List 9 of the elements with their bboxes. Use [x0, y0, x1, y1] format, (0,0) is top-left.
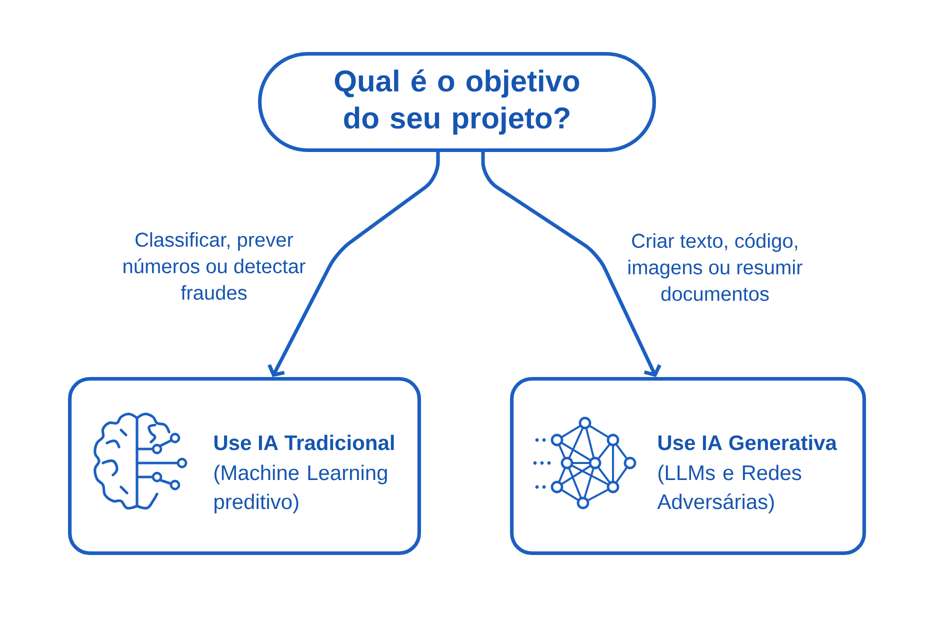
edge-label: Criar texto, código, imagens ou resumir documentos: [628, 233, 802, 301]
box-text: (LLMs e Redes Adversárias): [657, 464, 802, 514]
edge-label: Classificar, prever números ou detectar fraudes: [124, 232, 306, 300]
box-text: (Machine Learning preditivo): [214, 464, 387, 514]
question-box: Qual é o objetivo do seu projeto?: [258, 52, 656, 152]
box-heading: Use IA Generativa: [658, 434, 838, 450]
box-heading: Use IA Tradicional: [214, 434, 394, 450]
result-box: [68, 377, 421, 555]
result-box: [510, 377, 866, 555]
